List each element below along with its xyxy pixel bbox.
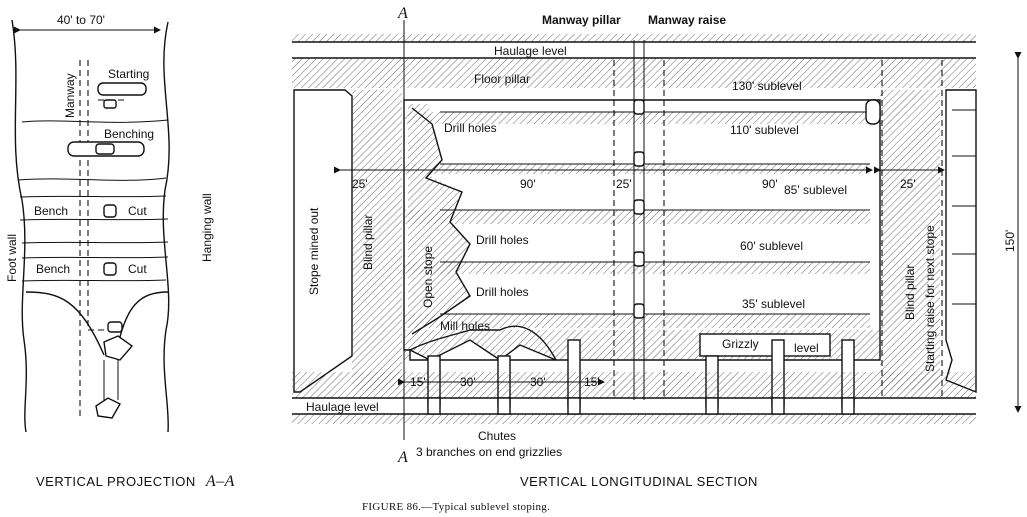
mill-holes-label: Mill holes <box>440 319 490 333</box>
drill-holes-1: Drill holes <box>444 121 497 135</box>
sublevel-60: 60' sublevel <box>740 239 803 253</box>
foot-wall-line <box>11 19 28 433</box>
height-dim: 150' <box>1003 230 1017 252</box>
bench-label-2: Bench <box>36 262 70 276</box>
starting-bench-opening <box>97 82 147 96</box>
right-view-title: VERTICAL LONGITUDINAL SECTION <box>520 474 758 489</box>
bench-label-1: Bench <box>34 204 68 218</box>
haulage-level-top: Haulage level <box>494 44 567 58</box>
sublevel-85: 85' sublevel <box>784 183 847 197</box>
dim-bottom-3: 30' <box>530 375 546 389</box>
cut-label-2: Cut <box>128 262 147 276</box>
starting-bench-label-1: Starting <box>108 67 149 81</box>
vertical-projection: 40' to 70' Manway Starting bench Benchin… <box>5 13 235 490</box>
blind-pillar-left: Blind pillar <box>361 215 375 270</box>
cut-label-1: Cut <box>128 204 147 218</box>
chute-gates <box>427 397 855 415</box>
haulage-level-bottom: Haulage level <box>306 400 379 414</box>
dim-bottom-4: 15' <box>584 375 600 389</box>
grizzly-label: Grizzly <box>722 337 759 351</box>
dim-top-1: 25' <box>352 177 368 191</box>
hanging-wall-label: Hanging wall <box>200 193 214 262</box>
section-marker-bottom: A <box>397 449 408 466</box>
benching-label: Benching <box>104 127 154 141</box>
hanging-wall-line <box>162 21 170 433</box>
drill-holes-2: Drill holes <box>476 233 529 247</box>
sublevel-110: 110' sublevel <box>730 123 799 137</box>
foot-wall-label: Foot wall <box>5 234 19 282</box>
longitudinal-section: A A Haulage level Manway pillar Manway r… <box>292 5 1022 489</box>
chutes-label: Chutes <box>478 429 516 443</box>
dim-bottom-1: 15' <box>410 375 426 389</box>
blind-pillar-right: Blind pillar <box>903 265 917 320</box>
manway-label: Manway <box>63 73 77 118</box>
dim-bottom-2: 30' <box>460 375 476 389</box>
floor-pillar-label: Floor pillar <box>474 72 530 86</box>
section-marker-top: A <box>397 5 408 22</box>
figure-caption: FIGURE 86.—Typical sublevel stoping. <box>362 501 550 513</box>
dim-top-2: 90' <box>520 177 536 191</box>
dim-top-4: 90' <box>762 177 778 191</box>
stope-mined-out-label: Stope mined out <box>307 207 321 295</box>
width-label: 40' to 70' <box>57 13 105 27</box>
level-label: level <box>794 341 819 355</box>
sublevel-35: 35' sublevel <box>742 297 805 311</box>
manway-pillar-label: Manway pillar <box>542 13 621 27</box>
starting-raise-label: Starting raise for next stope <box>923 225 937 372</box>
left-view-title: VERTICAL PROJECTION A–A <box>36 473 235 490</box>
branches-label: 3 branches on end grizzlies <box>416 445 562 459</box>
drill-holes-3: Drill holes <box>476 285 529 299</box>
dim-top-5: 25' <box>900 177 916 191</box>
sublevel-130: 130' sublevel <box>732 79 802 93</box>
dim-top-3: 25' <box>616 177 632 191</box>
open-stope-label: Open stope <box>421 246 435 308</box>
manway-raise-label: Manway raise <box>648 13 726 27</box>
